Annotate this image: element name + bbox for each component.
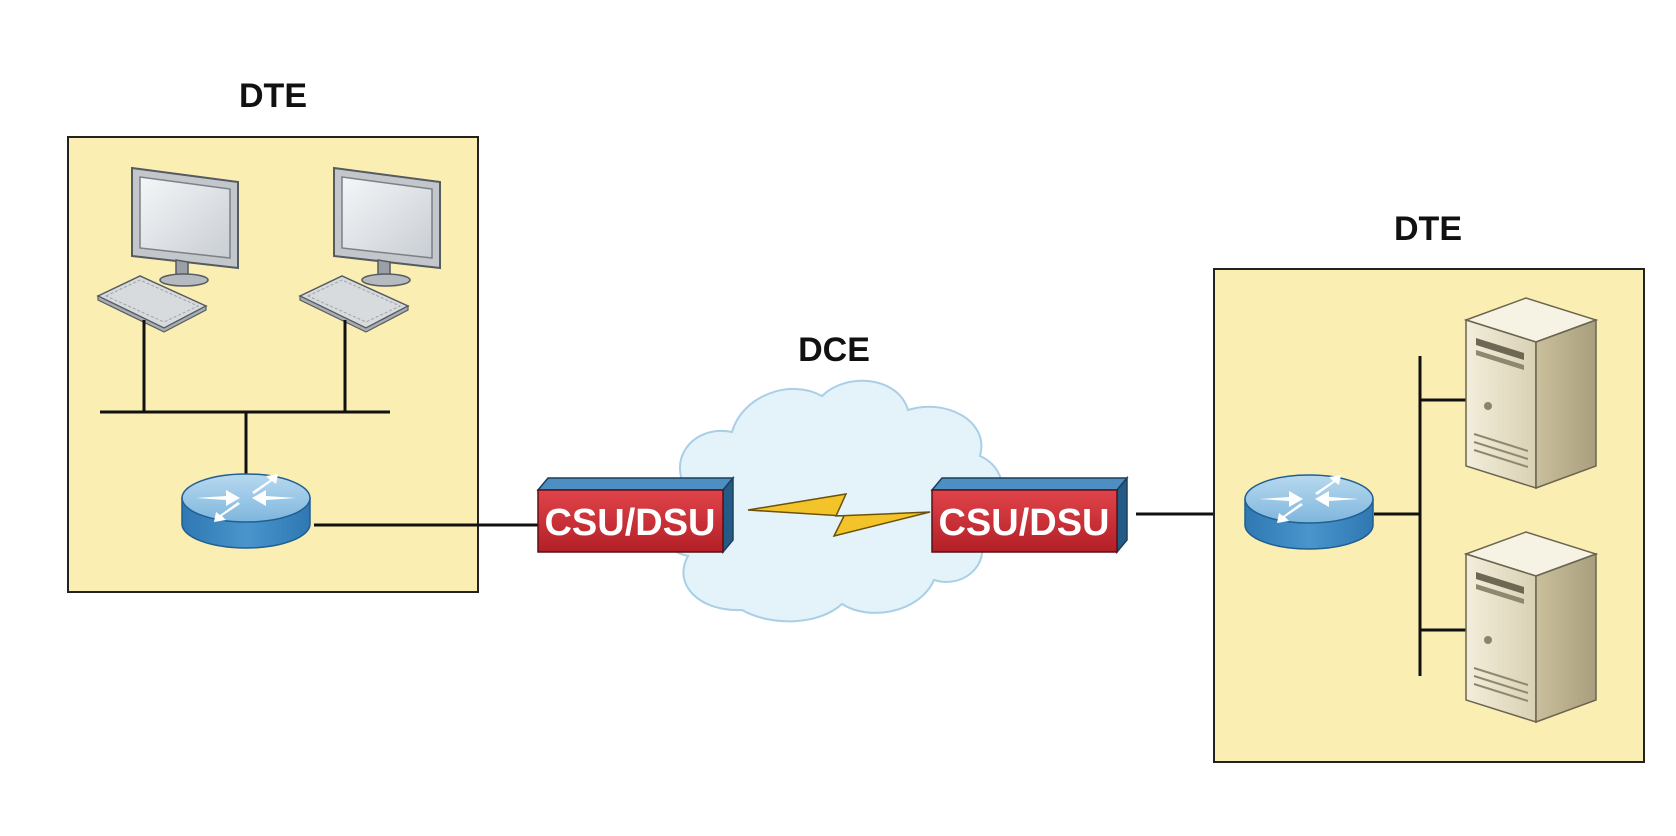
csu-dsu-left-label: CSU/DSU bbox=[544, 502, 715, 544]
router-icon bbox=[181, 473, 311, 549]
dce-label: DCE bbox=[798, 331, 870, 369]
server-icon bbox=[1465, 297, 1597, 489]
right-dte-label: DTE bbox=[1394, 210, 1462, 248]
server-icon bbox=[1465, 531, 1597, 723]
csu-dsu-right: CSU/DSU bbox=[931, 477, 1128, 553]
right-dte-zone: DTE bbox=[1213, 210, 1645, 763]
router-icon bbox=[1244, 474, 1374, 550]
left-dte-zone: DTE bbox=[67, 77, 479, 593]
csu-dsu-left: CSU/DSU bbox=[537, 477, 734, 553]
csu-dsu-right-label: CSU/DSU bbox=[938, 502, 1109, 544]
left-dte-label: DTE bbox=[239, 77, 307, 115]
lightning-bolt-icon bbox=[747, 493, 931, 538]
dce-cloud: DCE bbox=[659, 331, 1004, 623]
